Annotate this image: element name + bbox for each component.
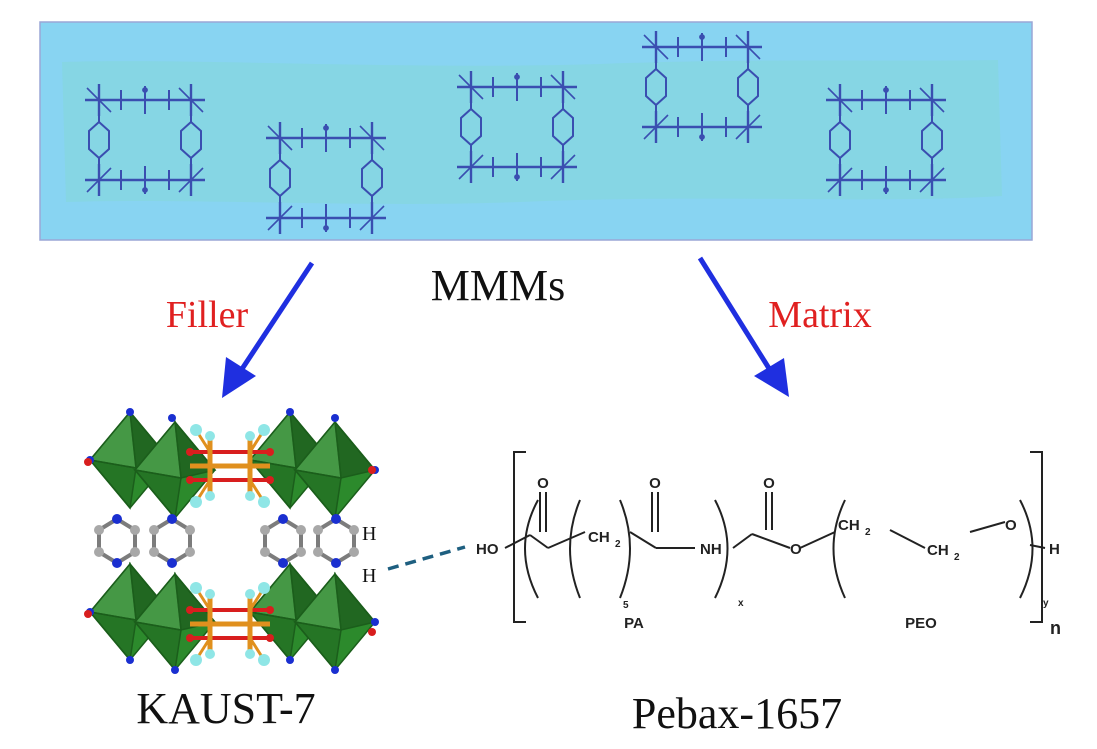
h-end-label: H [1049, 541, 1060, 558]
pebax-structure [504, 451, 1046, 623]
filler-label: Filler [166, 294, 249, 336]
ch2-label: CH [588, 529, 610, 546]
pillar-bottom [186, 582, 274, 666]
nitrogen-atoms [86, 408, 379, 674]
carbonyl-o-2: O [649, 475, 661, 492]
h-atom-2: H [362, 565, 376, 587]
ch2-a-subscript: 2 [865, 527, 871, 538]
pillar-top [186, 424, 274, 508]
ether-o-label: O [1005, 517, 1017, 534]
subscript-5: 5 [623, 600, 629, 611]
pyrazine-2 [147, 512, 197, 570]
right-bracket [1030, 451, 1043, 623]
matrix-arrow-head [754, 358, 789, 397]
paren [524, 499, 539, 599]
carbonyl-o-3: O [763, 475, 775, 492]
ch2-a-label: CH [838, 517, 860, 534]
filler-arrow-shaft [237, 261, 315, 374]
peo-label: PEO [905, 615, 937, 632]
arrow-icon [697, 256, 789, 397]
oxygen-atoms [84, 458, 376, 636]
matrix-label: Matrix [768, 294, 871, 336]
filler-arrow-head [222, 357, 256, 398]
membrane-inner [62, 60, 1002, 204]
carbonyl-o-1: O [537, 475, 549, 492]
arrow-icon [222, 261, 315, 398]
subscript-x: x [738, 598, 744, 609]
pyrazine-4 [311, 512, 361, 570]
kaust-7-label: KAUST-7 [136, 684, 315, 733]
ch2-b-label: CH [927, 542, 949, 559]
kaust-7-structure: H H [84, 408, 379, 674]
ester-o-label: O [790, 541, 802, 558]
subscript-y: y [1043, 598, 1049, 609]
ch2-b-subscript: 2 [954, 552, 960, 563]
pebax-1657-label: Pebax-1657 [632, 689, 842, 738]
pyrazine-1 [92, 512, 142, 570]
ch2-subscript: 2 [615, 539, 621, 550]
pebax-labels: HO O O O CH 2 5 NH x O CH 2 CH 2 O y H P… [476, 475, 1061, 638]
matrix-arrow-shaft [697, 256, 773, 372]
nh-label: NH [700, 541, 722, 558]
interaction-dashed-line [387, 545, 466, 571]
membrane [39, 21, 1033, 241]
pyrazine-ring-icon [92, 512, 361, 570]
subscript-n: n [1050, 618, 1061, 638]
ho-label: HO [476, 541, 499, 558]
mmms-label: MMMs [431, 261, 566, 310]
pyrazine-3 [258, 512, 308, 570]
h-atom-1: H [362, 523, 376, 545]
left-bracket [513, 451, 526, 623]
pa-label: PA [624, 615, 644, 632]
